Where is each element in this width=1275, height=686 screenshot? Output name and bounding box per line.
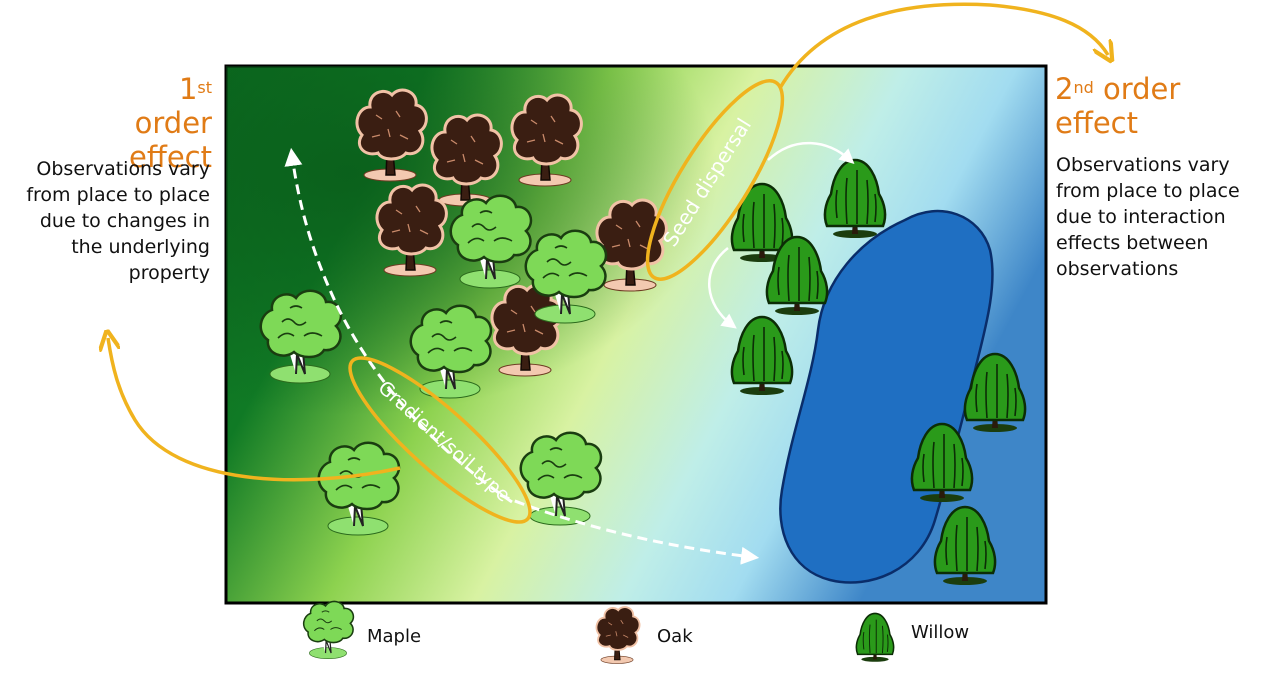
second-order-description: Observations vary from place to place du… [1056,154,1240,280]
dispersal-arrow [767,141,855,165]
gradient-ellipse [348,356,532,524]
first-order-arrow [108,338,401,482]
legend-willow-label: Willow [911,622,970,643]
first-order-description: Observations vary from place to place du… [26,158,210,284]
gradient-arrow [499,493,760,565]
legend-maple-icon [302,600,355,660]
gradient-arrow [284,147,513,504]
legend-oak-icon [595,606,641,665]
legend-willow-icon [855,612,895,663]
seed-ellipse [645,79,785,281]
first-order-title: 1st order effect [129,72,212,174]
second-order-title: 2nd order effect [1055,72,1181,140]
dispersal-arrow [707,247,737,329]
second-order-arrow [778,2,1108,89]
legend-oak-label: Oak [657,626,693,647]
legend-maple-label: Maple [367,626,422,647]
